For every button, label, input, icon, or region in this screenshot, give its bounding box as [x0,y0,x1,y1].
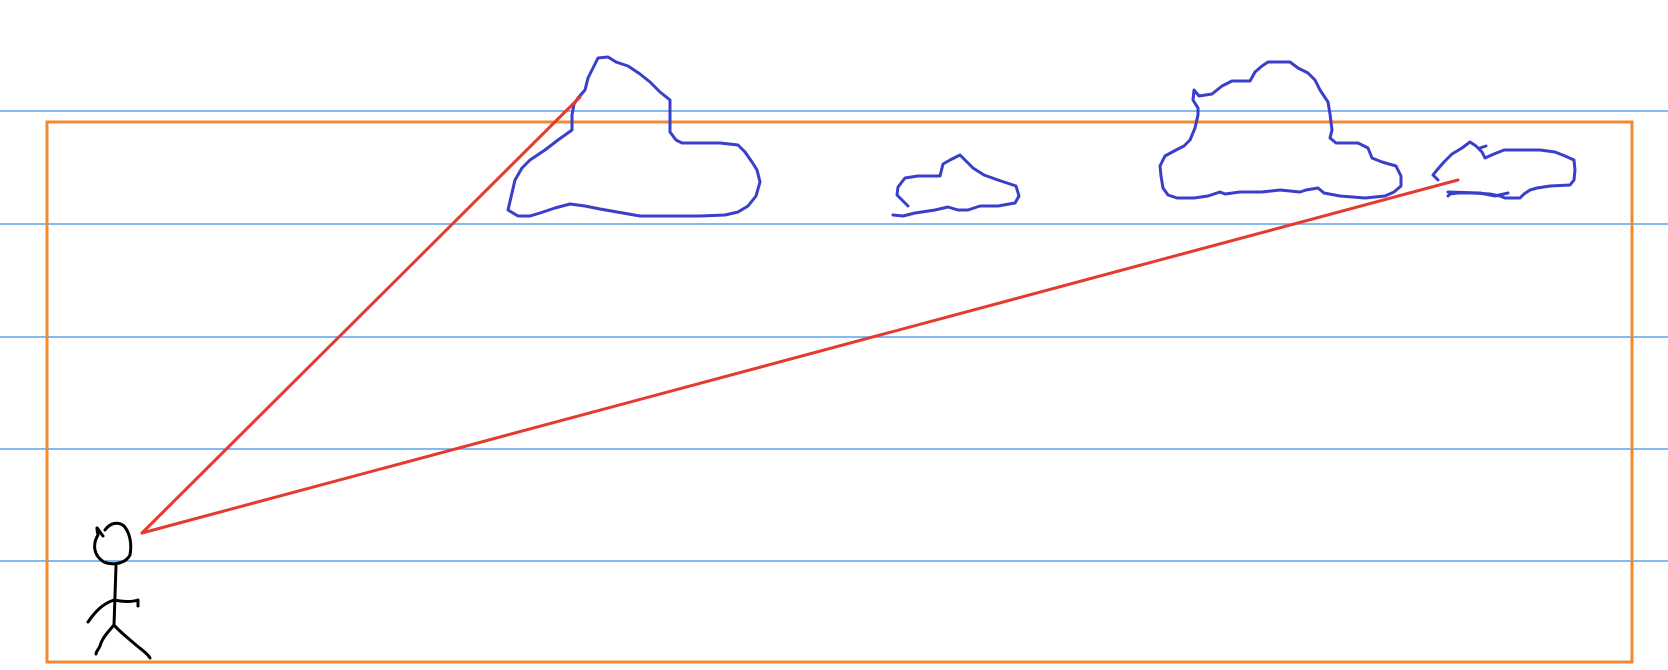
head [93,521,133,566]
stick-figure-icon [86,521,152,660]
orange-frame [45,120,1634,664]
legs [94,623,152,660]
arms [86,598,140,624]
cloud-icon [1431,140,1577,200]
clouds [506,55,1577,218]
sight-lines [140,95,1460,535]
cloud-icon [506,55,762,218]
cloud-icon [891,153,1021,218]
cloud-icon [1446,190,1510,198]
ruled-lines [0,110,1668,562]
sight-line [140,95,582,535]
body [112,564,118,627]
cloud-icon [1478,144,1488,150]
sight-line [140,178,1460,535]
cloud-icon [1158,60,1403,200]
